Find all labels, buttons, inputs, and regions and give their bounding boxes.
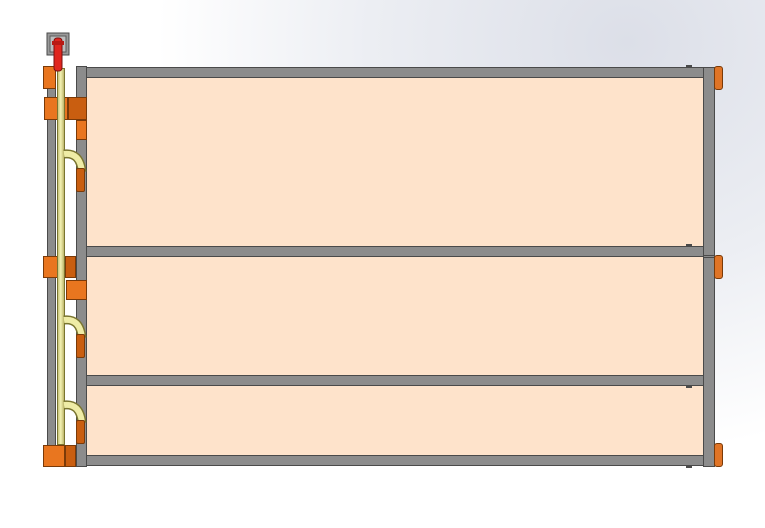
elbow-fitting-icon (63, 315, 87, 339)
end-cap-right-top (714, 66, 723, 90)
rail-tick-bottom (686, 466, 692, 468)
rail-tick-top (686, 65, 692, 67)
rail-tick-upper (686, 244, 692, 246)
left-post-inner (76, 66, 87, 467)
rail-top (86, 67, 704, 78)
elbow-cap-bottom (76, 420, 85, 444)
end-cap-right-bottom (714, 443, 723, 467)
end-cap-right-middle (714, 255, 723, 279)
panel-bottom (87, 386, 703, 455)
feed-pipe (57, 68, 65, 445)
rail-bottom (86, 455, 704, 466)
bracket-left-top-outer (43, 66, 56, 89)
valve-icon (46, 32, 70, 72)
elbow-fitting-icon (63, 149, 87, 173)
elbow-cap-top (76, 168, 85, 192)
rail-tick-lower (686, 386, 692, 388)
elbow-cap-middle (76, 334, 85, 358)
bracket-left-middle-c (66, 280, 87, 300)
bracket-left-top-c (76, 120, 87, 140)
bracket-left-bottom-a (43, 445, 65, 467)
bracket-left-top-b (68, 97, 87, 120)
bracket-left-middle-b (65, 256, 76, 278)
rail-upper-middle (86, 246, 704, 257)
panel-middle (87, 257, 703, 375)
bracket-left-bottom-b (65, 445, 76, 467)
panel-top (87, 78, 703, 246)
rail-lower-middle (86, 375, 704, 386)
elbow-fitting-icon (63, 400, 87, 424)
